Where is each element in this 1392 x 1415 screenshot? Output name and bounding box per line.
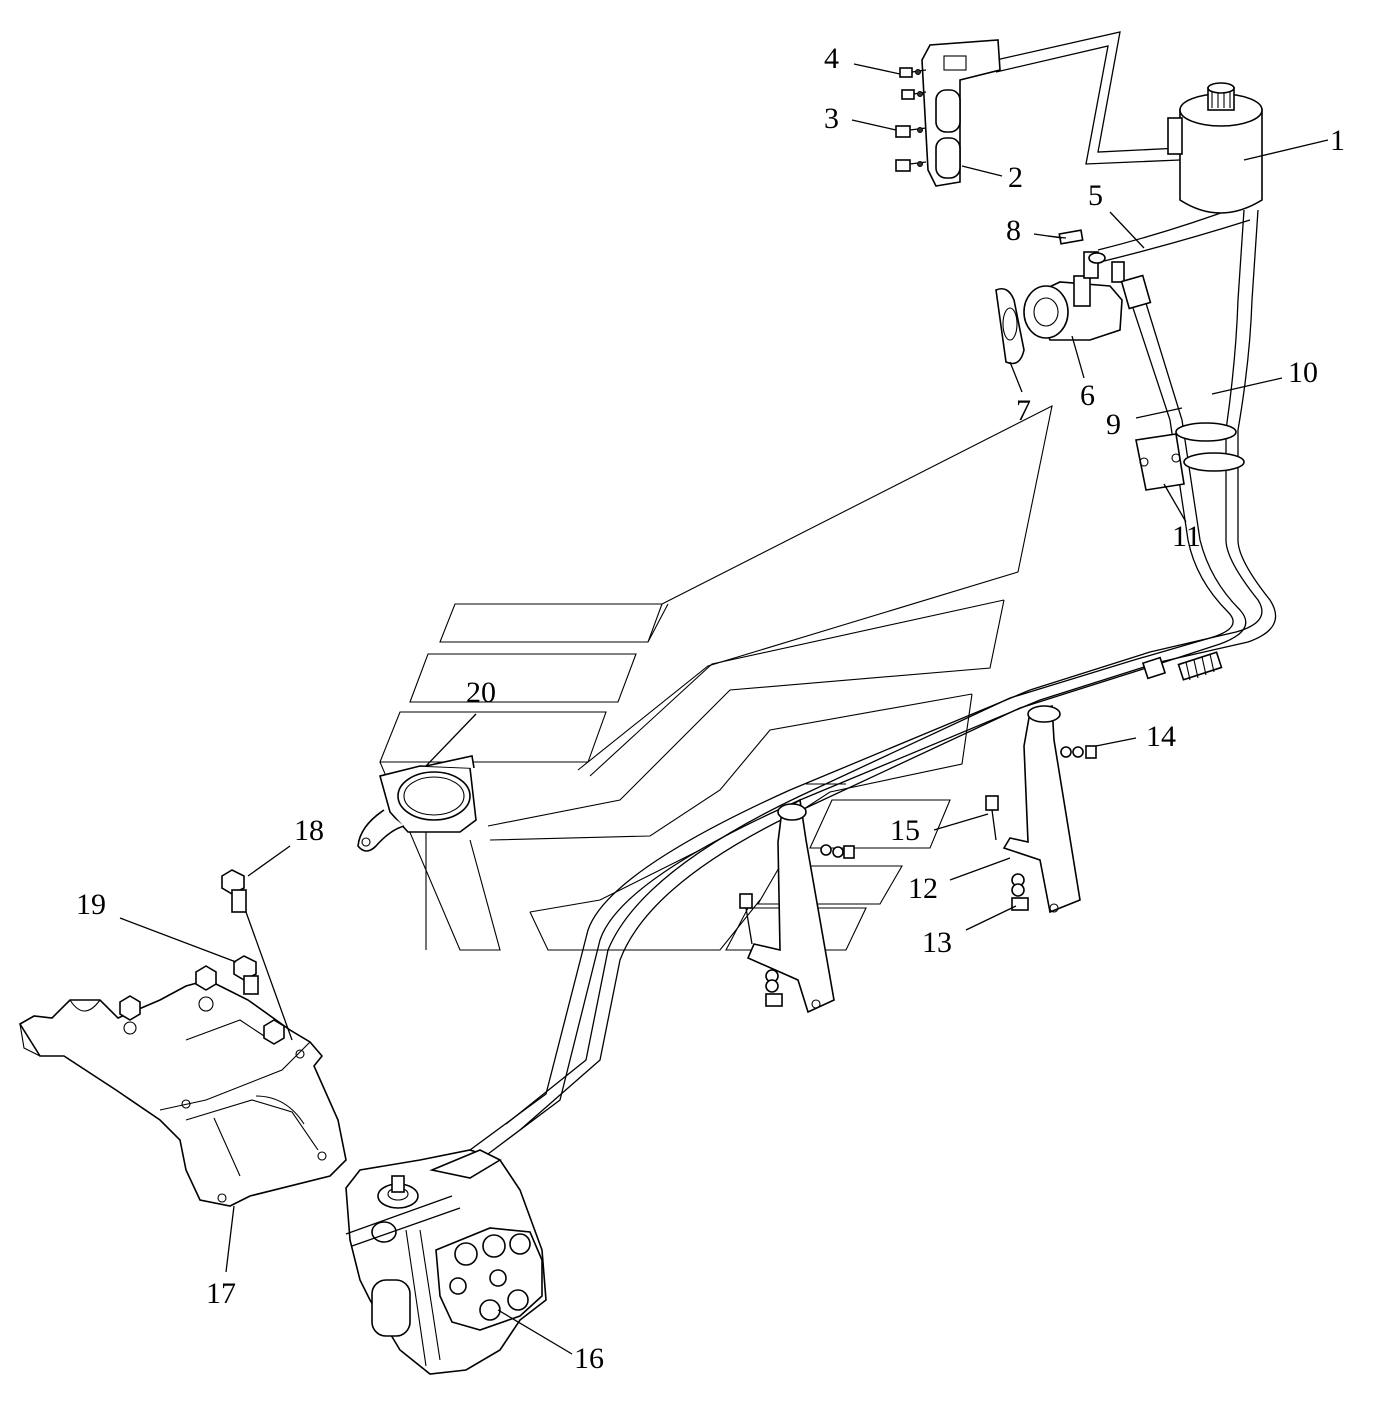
radiator-outline [379, 404, 1053, 951]
callout-6: 6 [1080, 379, 1095, 412]
callout-3: 3 [824, 102, 839, 135]
leader-lines [119, 63, 1329, 1355]
callout-20: 20 [466, 676, 496, 709]
callout-1: 1 [1330, 124, 1345, 157]
steering-gear-mount-bracket [18, 869, 347, 1207]
callout-5: 5 [1088, 179, 1103, 212]
callout-8: 8 [1006, 214, 1021, 247]
pipe-support-bracket-right [985, 704, 1097, 914]
callout-labels: 1 2 3 4 5 6 7 8 9 10 11 12 13 14 15 16 1… [76, 42, 1345, 1375]
callout-11: 11 [1172, 520, 1201, 553]
callout-2: 2 [1008, 161, 1023, 194]
callout-4: 4 [824, 42, 839, 75]
bolts-3-4 [895, 67, 927, 172]
power-steering-pump [995, 229, 1152, 365]
pipe-support-bracket-left [739, 798, 855, 1014]
reservoir-bracket [921, 39, 1001, 187]
callout-14: 14 [1146, 720, 1176, 753]
pipe-clamp-plate [1135, 433, 1185, 491]
callout-19: 19 [76, 888, 106, 921]
callout-15: 15 [890, 814, 920, 847]
reservoir-tank [1167, 82, 1263, 214]
hydraulic-pipes [469, 31, 1277, 1161]
callout-7: 7 [1016, 394, 1031, 427]
callout-17: 17 [206, 1277, 236, 1310]
callout-18: 18 [294, 814, 324, 847]
callout-9: 9 [1106, 408, 1121, 441]
callout-10: 10 [1288, 356, 1318, 389]
callout-13: 13 [922, 926, 952, 959]
callout-12: 12 [908, 872, 938, 905]
filter-ring [357, 755, 477, 852]
callout-16: 16 [574, 1342, 604, 1375]
steering-gear-box [345, 1149, 547, 1375]
